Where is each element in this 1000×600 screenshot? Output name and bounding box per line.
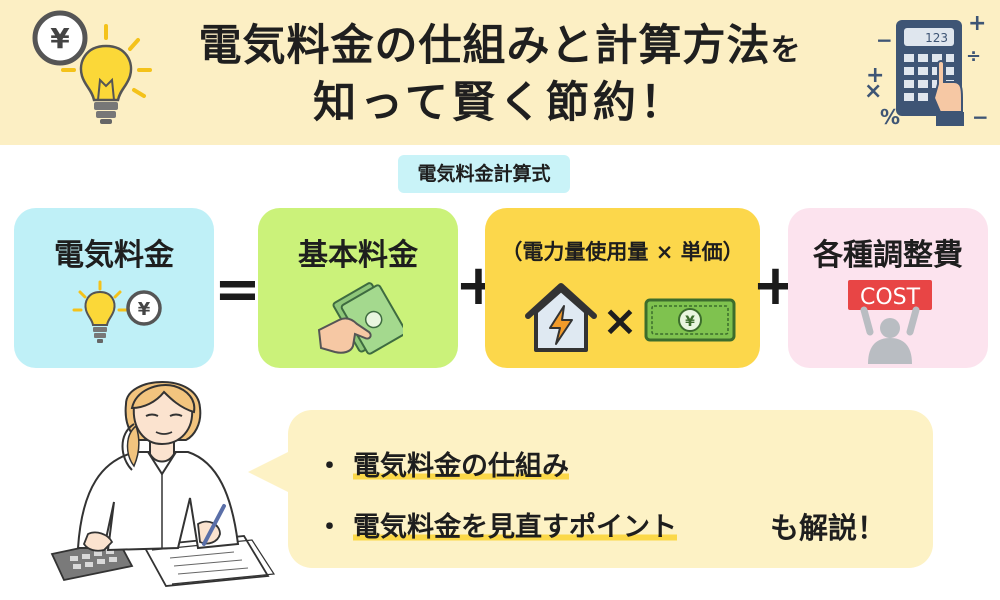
svg-text:¥: ¥ [50, 22, 70, 55]
explained-text: も解説！ [770, 511, 887, 545]
title-particle: を [770, 33, 802, 68]
person-holding-cost-sign-icon: COST [848, 280, 932, 364]
adjustment-fee-label: 各種調整費 [813, 238, 963, 273]
header-banner: ¥ 電気料金の仕組みと計算方法を 知って賢く節約！ − + + × % ÷ − [0, 0, 1000, 145]
svg-text:¥: ¥ [138, 299, 151, 320]
title-line2: 知って賢く節約！ [313, 77, 687, 128]
bullet: ・ [316, 512, 343, 543]
percent-icon: % [880, 105, 900, 129]
house-lightning-icon [525, 283, 597, 352]
page-title: 電気料金の仕組みと計算方法を 知って賢く節約！ [150, 18, 850, 132]
times-sign: × [602, 296, 638, 345]
svg-text:123: 123 [925, 31, 948, 45]
plus-sign: + [752, 253, 799, 318]
point-item-2: ・電気料金を見直すポイント [316, 505, 677, 544]
equals-sign: = [214, 257, 261, 322]
bubble-tail [248, 450, 292, 494]
calculator-icon: − + + × % ÷ − 123 [864, 14, 989, 129]
yen-coin-icon: ¥ [126, 290, 162, 326]
electricity-fee-box: 電気料金 ¥ [14, 208, 214, 368]
minus-icon: − [972, 105, 989, 129]
base-fee-label: 基本料金 [298, 238, 418, 273]
plus-icon: + [866, 63, 884, 88]
plus-icon: + [968, 14, 986, 36]
plus-sign: + [455, 253, 502, 318]
yen-coin-icon: ¥ [32, 10, 88, 66]
minus-icon: − [876, 28, 893, 52]
formula-label: 電気料金計算式 [398, 155, 570, 193]
money-in-hand-icon [317, 282, 403, 355]
usage-fee-label: （電力量使用量 × 単価） [501, 240, 744, 264]
lightbulb-icon [61, 24, 152, 124]
electricity-fee-label: 電気料金 [54, 238, 174, 273]
banknote-icon: ¥ [644, 298, 736, 342]
title-line1: 電気料金の仕組みと計算方法 [198, 21, 771, 71]
svg-text:¥: ¥ [685, 314, 695, 330]
woman-working-illustration [50, 381, 276, 587]
point-text-2: 電気料金を見直すポイント [353, 512, 677, 543]
times-icon: × [864, 79, 882, 104]
point-item-1: ・電気料金の仕組み [316, 444, 569, 483]
divide-icon: ÷ [966, 46, 981, 67]
adjustment-fee-box: 各種調整費 COST [788, 208, 988, 368]
point-text-1: 電気料金の仕組み [353, 451, 569, 482]
lightbulb-icon [72, 280, 128, 343]
svg-text:COST: COST [860, 285, 921, 310]
base-fee-box: 基本料金 [258, 208, 458, 368]
bullet: ・ [316, 451, 343, 482]
